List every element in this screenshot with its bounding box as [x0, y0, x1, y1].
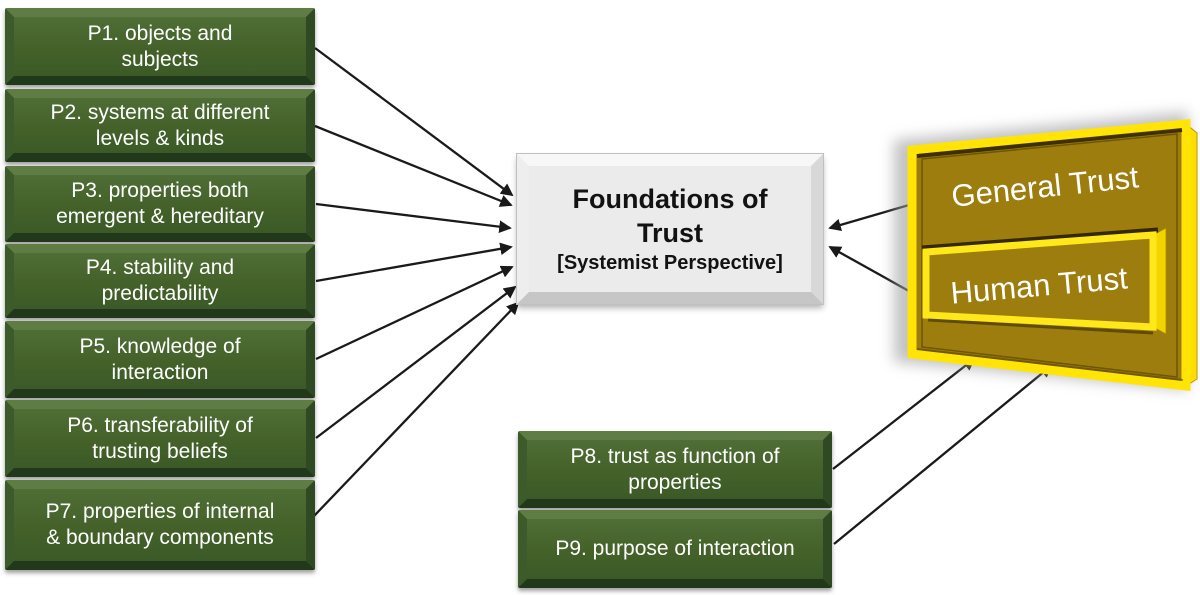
arrow-P5-to-foundations: [315, 265, 514, 361]
human-trust-bottom-shade: [927, 318, 1154, 335]
arrow-P8-to-trust-plaque: [832, 357, 976, 470]
arrow-P1-to-foundations: [314, 47, 514, 197]
arrow-layer: [313, 47, 1053, 545]
arrow-P9-to-trust-plaque: [833, 364, 1053, 545]
arrow-P2-to-foundations: [314, 124, 513, 207]
plaque-bottom-shade: [916, 348, 1184, 381]
arrow-P6-to-foundations: [315, 285, 517, 439]
trust-plaque: General Trust Human Trust: [894, 112, 1198, 392]
arrow-P4-to-foundations: [315, 242, 513, 283]
arrow-P7-to-foundations: [313, 301, 520, 517]
human-trust-top-shade: [921, 227, 1159, 251]
arrow-P3-to-foundations: [315, 202, 512, 233]
plaque-face-inner-line: [921, 133, 1178, 378]
plaque-top-shade: [916, 128, 1183, 158]
human-trust-box: [922, 231, 1157, 331]
